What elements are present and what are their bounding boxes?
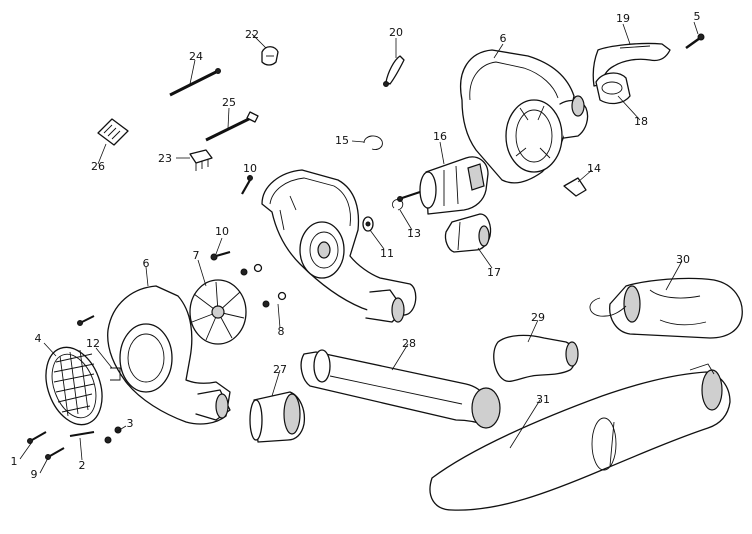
part-12-clip xyxy=(110,367,121,381)
part-27-coupling xyxy=(249,391,306,443)
leader-lines xyxy=(19,21,699,474)
part-6-main-housing xyxy=(261,169,417,323)
callout-30: 30 xyxy=(676,253,690,266)
part-19-bracket xyxy=(592,42,671,87)
callout-13: 13 xyxy=(407,227,421,240)
part-14-wedge xyxy=(563,177,587,197)
callout-12: 12 xyxy=(86,337,100,350)
callout-numbers: 1 2 3 4 5 6 6 7 8 9 10 10 11 12 13 14 15… xyxy=(11,10,701,481)
callout-10-middle: 10 xyxy=(215,225,229,238)
callout-8: 8 xyxy=(278,325,285,338)
callout-19: 19 xyxy=(616,12,630,25)
callout-27: 27 xyxy=(273,363,287,376)
part-1-screw xyxy=(27,431,47,444)
part-10-screw-middle xyxy=(210,250,231,261)
callout-9: 9 xyxy=(31,468,38,481)
callout-17: 17 xyxy=(487,266,501,279)
callout-24: 24 xyxy=(189,50,203,63)
callout-2: 2 xyxy=(79,459,86,472)
callout-10-upper: 10 xyxy=(243,162,257,175)
part-11-washer xyxy=(362,216,374,232)
callout-25: 25 xyxy=(222,96,236,109)
part-26-label xyxy=(97,118,129,146)
part-7-impeller xyxy=(189,279,247,345)
part-5-screw-left xyxy=(77,315,95,326)
callout-7: 7 xyxy=(193,249,200,262)
callout-22: 22 xyxy=(245,28,259,41)
part-10-screw-upper xyxy=(241,175,253,195)
part-23-switch xyxy=(189,149,213,171)
part-4-grille xyxy=(45,346,103,426)
part-24-rod xyxy=(169,68,221,97)
callout-6-left: 6 xyxy=(143,257,150,270)
part-30-bag xyxy=(589,277,743,339)
part-13-spring xyxy=(391,199,404,211)
callout-18: 18 xyxy=(634,115,648,128)
part-9-screw xyxy=(45,447,65,460)
callout-5: 5 xyxy=(694,10,701,23)
part-2-pin xyxy=(69,431,95,437)
part-6-front-housing xyxy=(107,285,231,425)
part-8-screws xyxy=(240,263,287,308)
callout-28: 28 xyxy=(402,337,416,350)
part-6-rear-housing xyxy=(460,49,589,184)
callout-4: 4 xyxy=(35,332,42,345)
part-25-rod xyxy=(205,111,259,142)
callout-26: 26 xyxy=(91,160,105,173)
part-29-elbow xyxy=(493,334,579,382)
part-22-clip xyxy=(261,46,279,66)
callout-15: 15 xyxy=(335,134,349,147)
part-15-spring xyxy=(363,135,383,150)
part-16-motor xyxy=(397,156,489,215)
part-20-latch xyxy=(383,55,405,87)
part-5-screw-top xyxy=(685,33,705,50)
callout-1: 1 xyxy=(11,455,18,468)
callout-3: 3 xyxy=(127,417,134,430)
callout-16: 16 xyxy=(433,130,447,143)
callout-29: 29 xyxy=(531,311,545,324)
callout-20: 20 xyxy=(389,26,403,39)
part-28-tube xyxy=(300,349,501,429)
callout-31: 31 xyxy=(536,393,550,406)
callout-23: 23 xyxy=(158,152,172,165)
callout-14: 14 xyxy=(587,162,601,175)
part-17-sleeve xyxy=(444,213,492,253)
part-31-vacuum-tube xyxy=(429,363,731,511)
callout-6-top: 6 xyxy=(500,32,507,45)
callout-11: 11 xyxy=(380,247,394,260)
part-18-collar xyxy=(595,72,631,105)
part-3-nuts xyxy=(104,426,122,444)
